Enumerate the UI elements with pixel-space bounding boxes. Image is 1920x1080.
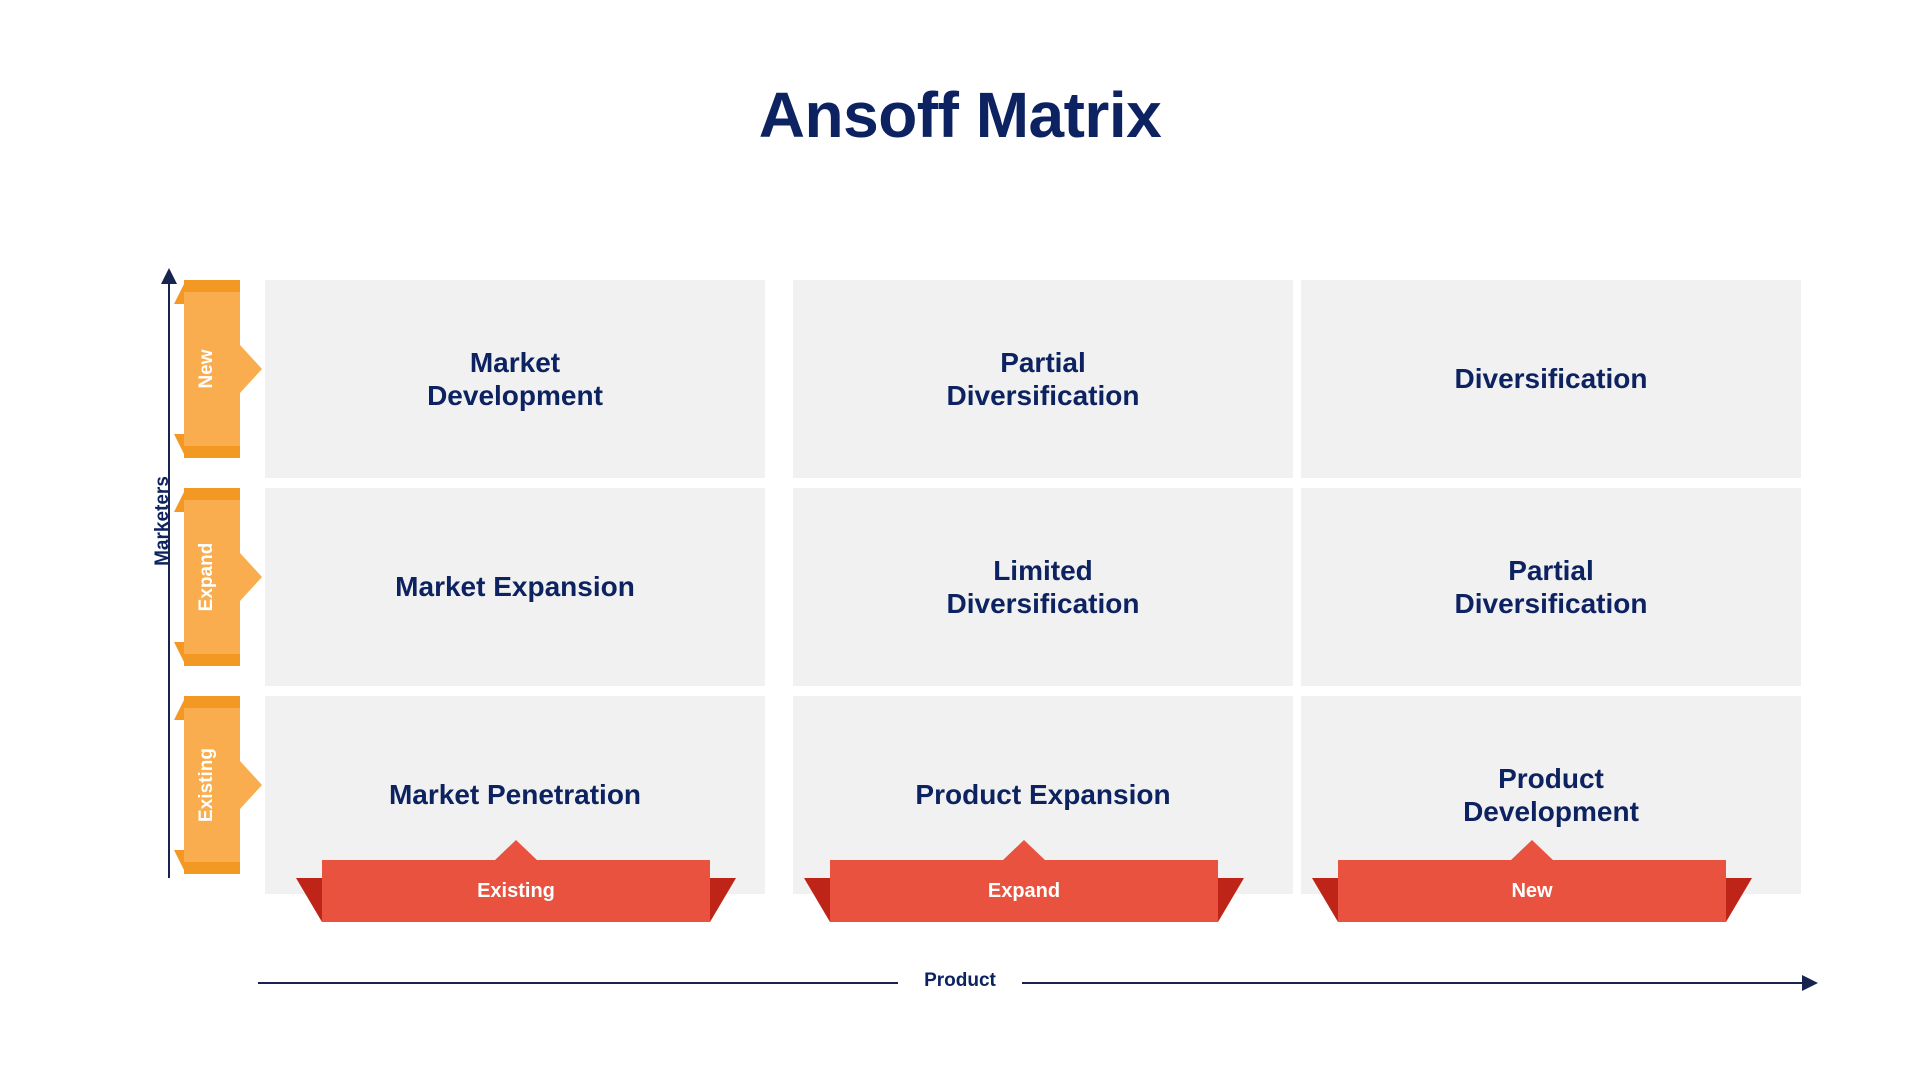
x-axis-label: Product	[0, 970, 1920, 992]
x-axis-label-text: Product	[898, 970, 1022, 991]
tag-arrow-icon	[240, 345, 262, 393]
tag-fold-bottom-icon	[174, 642, 186, 666]
tag-body	[184, 292, 240, 446]
tag-body	[184, 708, 240, 862]
tag-arrow-icon	[240, 553, 262, 601]
column-banner-label: Existing	[322, 860, 710, 922]
matrix-cell-new-new[interactable]: Diversification	[1301, 280, 1801, 478]
tag-fold-top-icon	[174, 696, 186, 720]
banner-tail-right-icon	[1218, 878, 1244, 922]
banner-notch-icon	[1510, 840, 1554, 861]
banner-notch-icon	[1002, 840, 1046, 861]
column-banner-new[interactable]: New	[1312, 840, 1752, 922]
tag-body	[184, 500, 240, 654]
tag-fold-top-icon	[174, 488, 186, 512]
banner-tail-left-icon	[1312, 878, 1338, 922]
column-banner-label: Expand	[830, 860, 1218, 922]
column-banner-label: New	[1338, 860, 1726, 922]
column-banner-existing[interactable]: Existing	[296, 840, 736, 922]
y-axis-label: Marketers	[151, 476, 173, 566]
tag-fold-top-icon	[174, 280, 186, 304]
banner-tail-right-icon	[1726, 878, 1752, 922]
tag-fold-bottom-icon	[174, 850, 186, 874]
row-tag-existing[interactable]: Existing	[174, 696, 262, 874]
tag-fold-bottom-icon	[174, 434, 186, 458]
tag-arrow-icon	[240, 761, 262, 809]
row-tag-label: New	[196, 349, 217, 389]
y-axis-line	[168, 278, 170, 878]
banner-tail-left-icon	[296, 878, 322, 922]
row-tag-expand[interactable]: Expand	[174, 488, 262, 666]
x-axis-arrow-icon	[1802, 975, 1818, 991]
row-tag-new[interactable]: New	[174, 280, 262, 458]
row-tag-label: Expand	[196, 542, 217, 612]
banner-tail-left-icon	[804, 878, 830, 922]
page-title: Ansoff Matrix	[758, 79, 1162, 151]
column-banner-expand[interactable]: Expand	[804, 840, 1244, 922]
x-axis-line	[258, 982, 1804, 984]
matrix-cell-expand-existing[interactable]: Market Expansion	[265, 488, 765, 686]
banner-tail-right-icon	[710, 878, 736, 922]
banner-notch-icon	[494, 840, 538, 861]
y-axis-arrow-icon	[161, 268, 177, 284]
row-tag-label: Existing	[196, 748, 217, 822]
